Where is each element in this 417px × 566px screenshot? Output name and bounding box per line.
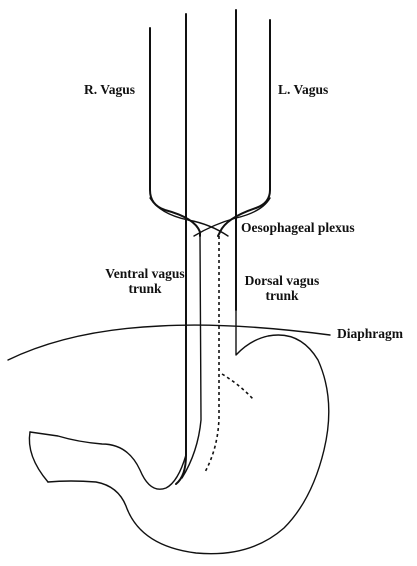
label-ventral-line2: trunk [93,281,197,296]
right-vagus-nerve [150,28,200,236]
label-r-vagus: R. Vagus [84,82,135,97]
label-dorsal-line2: trunk [232,288,332,303]
duodenum-end [29,432,48,482]
label-l-vagus: L. Vagus [278,82,328,97]
label-dorsal-line1: Dorsal vagus [232,273,332,288]
stomach-inner-curve [30,432,186,489]
dorsal-trunk-branch [222,374,253,399]
label-diaphragm: Diaphragm [337,326,403,341]
right-vagus-branch [150,198,228,236]
oesophagus-left-wall [176,14,186,484]
label-ventral-line1: Ventral vagus [93,266,197,281]
label-dorsal-vagus-trunk: Dorsal vagus trunk [232,273,332,303]
stomach-outline [48,310,329,554]
dorsal-vagus-trunk [205,236,219,472]
label-oesophageal-plexus: Oesophageal plexus [241,220,355,235]
diaphragm-line [8,325,330,360]
left-vagus-nerve [218,20,270,236]
label-ventral-vagus-trunk: Ventral vagus trunk [93,266,197,296]
